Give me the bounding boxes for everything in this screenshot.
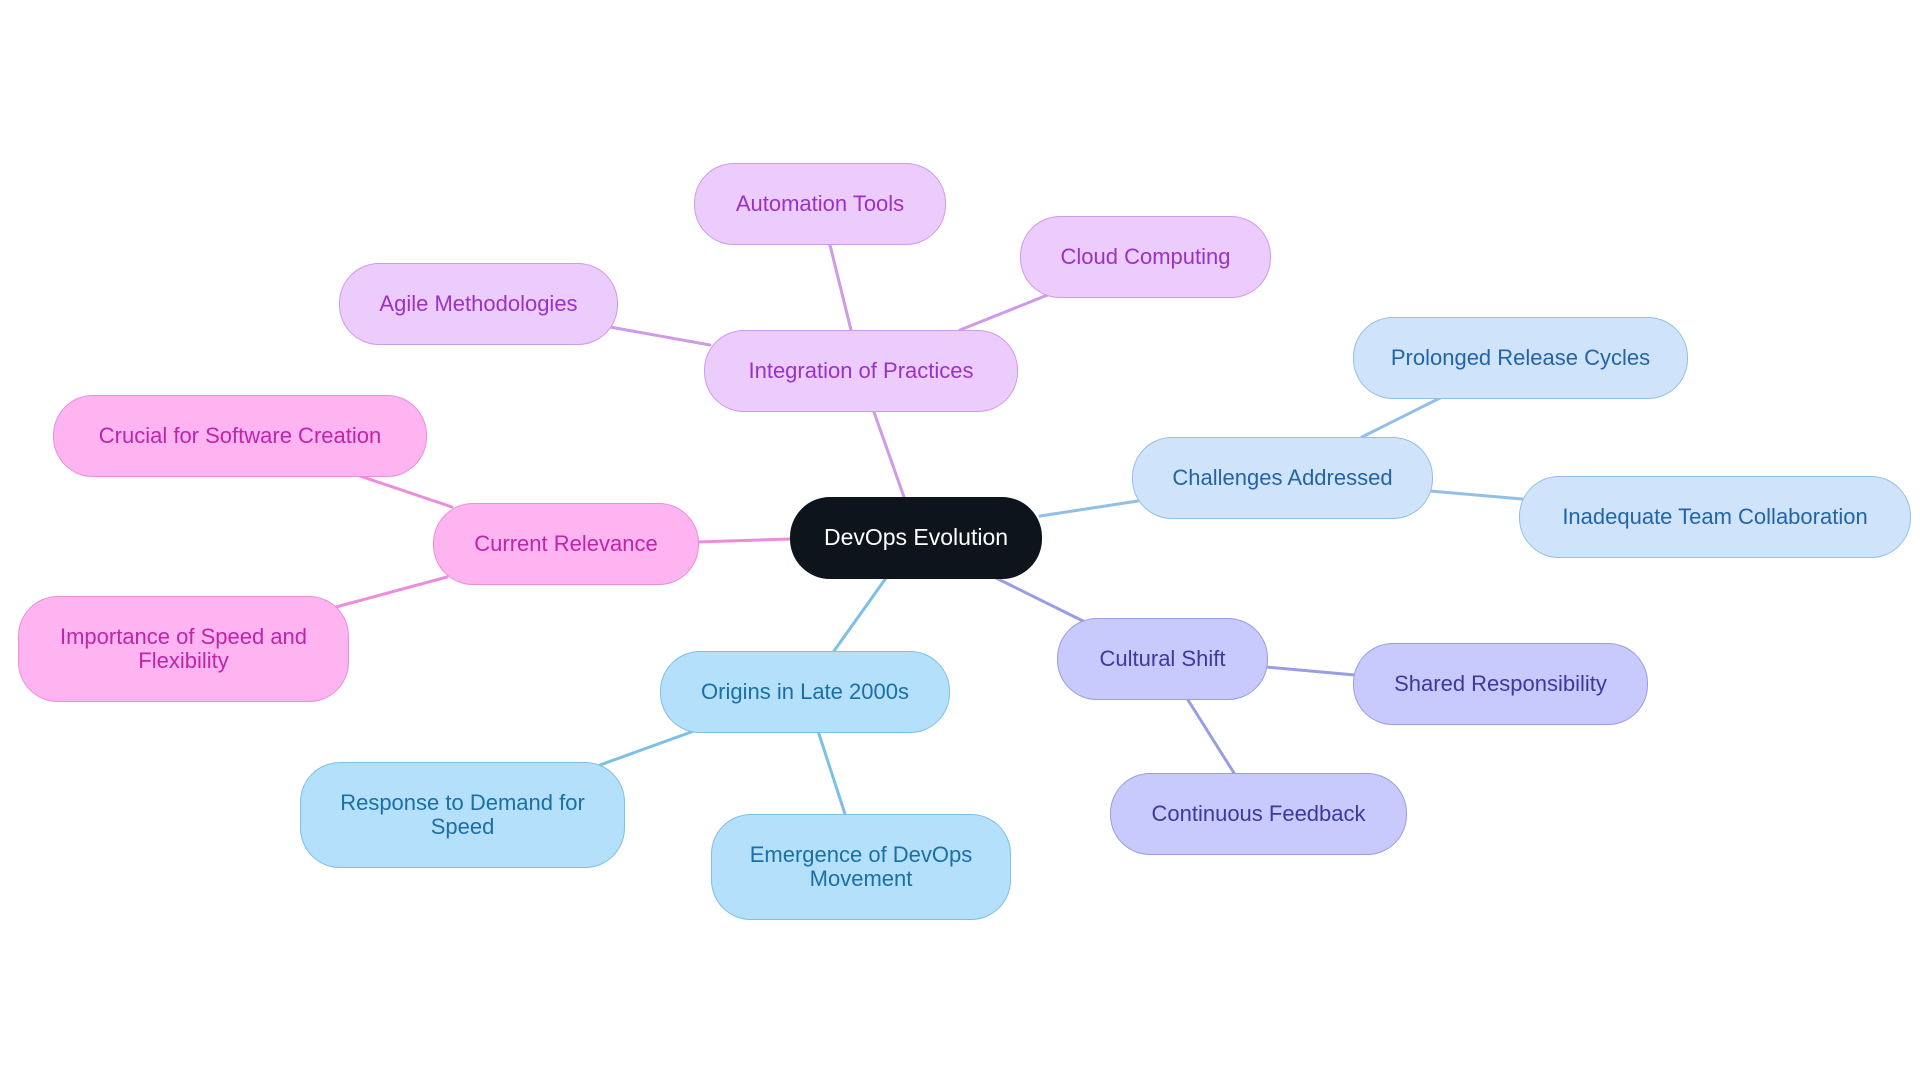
leaf-continuous-feedback: Continuous Feedback: [1110, 773, 1407, 855]
link-origins-emergence: [816, 729, 847, 816]
leaf-inadequate-team-collaboration: Inadequate Team Collaboration: [1519, 476, 1911, 558]
branch-current-relevance: Current Relevance: [433, 503, 699, 585]
link-cultural-shared: [1264, 665, 1357, 677]
leaf-crucial-for-software-creation: Crucial for Software Creation: [53, 395, 427, 477]
branch-origins-in-late-2000s: Origins in Late 2000s: [660, 651, 950, 733]
leaf-importance-of-speed-and-flexibility: Importance of Speed and Flexibility: [18, 596, 349, 702]
leaf-emergence-of-devops-movement: Emergence of DevOps Movement: [711, 814, 1011, 920]
link-root-origins: [832, 576, 888, 653]
link-integration-agile: [608, 325, 712, 347]
root-node: DevOps Evolution: [790, 497, 1042, 579]
link-root-relevance: [695, 537, 792, 544]
leaf-automation-tools: Automation Tools: [694, 163, 946, 245]
link-integration-cloud: [958, 292, 1052, 332]
branch-cultural-shift: Cultural Shift: [1057, 618, 1268, 700]
link-integration-automation: [828, 243, 853, 332]
link-root-integration: [872, 410, 906, 499]
branch-integration-of-practices: Integration of Practices: [704, 330, 1018, 412]
link-challenges-prolonged: [1360, 396, 1442, 439]
leaf-cloud-computing: Cloud Computing: [1020, 216, 1271, 298]
leaf-shared-responsibility: Shared Responsibility: [1353, 643, 1648, 725]
link-challenges-inadequate: [1428, 489, 1524, 501]
link-relevance-importance: [334, 575, 449, 609]
link-root-challenges: [1038, 499, 1140, 518]
leaf-response-to-demand-for-speed: Response to Demand for Speed: [300, 762, 625, 868]
link-origins-response: [598, 729, 696, 767]
link-root-cultural: [994, 576, 1087, 624]
leaf-agile-methodologies: Agile Methodologies: [339, 263, 618, 345]
link-relevance-crucial: [358, 474, 454, 509]
link-cultural-continuous: [1186, 698, 1236, 775]
leaf-prolonged-release-cycles: Prolonged Release Cycles: [1353, 317, 1688, 399]
branch-challenges-addressed: Challenges Addressed: [1132, 437, 1433, 519]
